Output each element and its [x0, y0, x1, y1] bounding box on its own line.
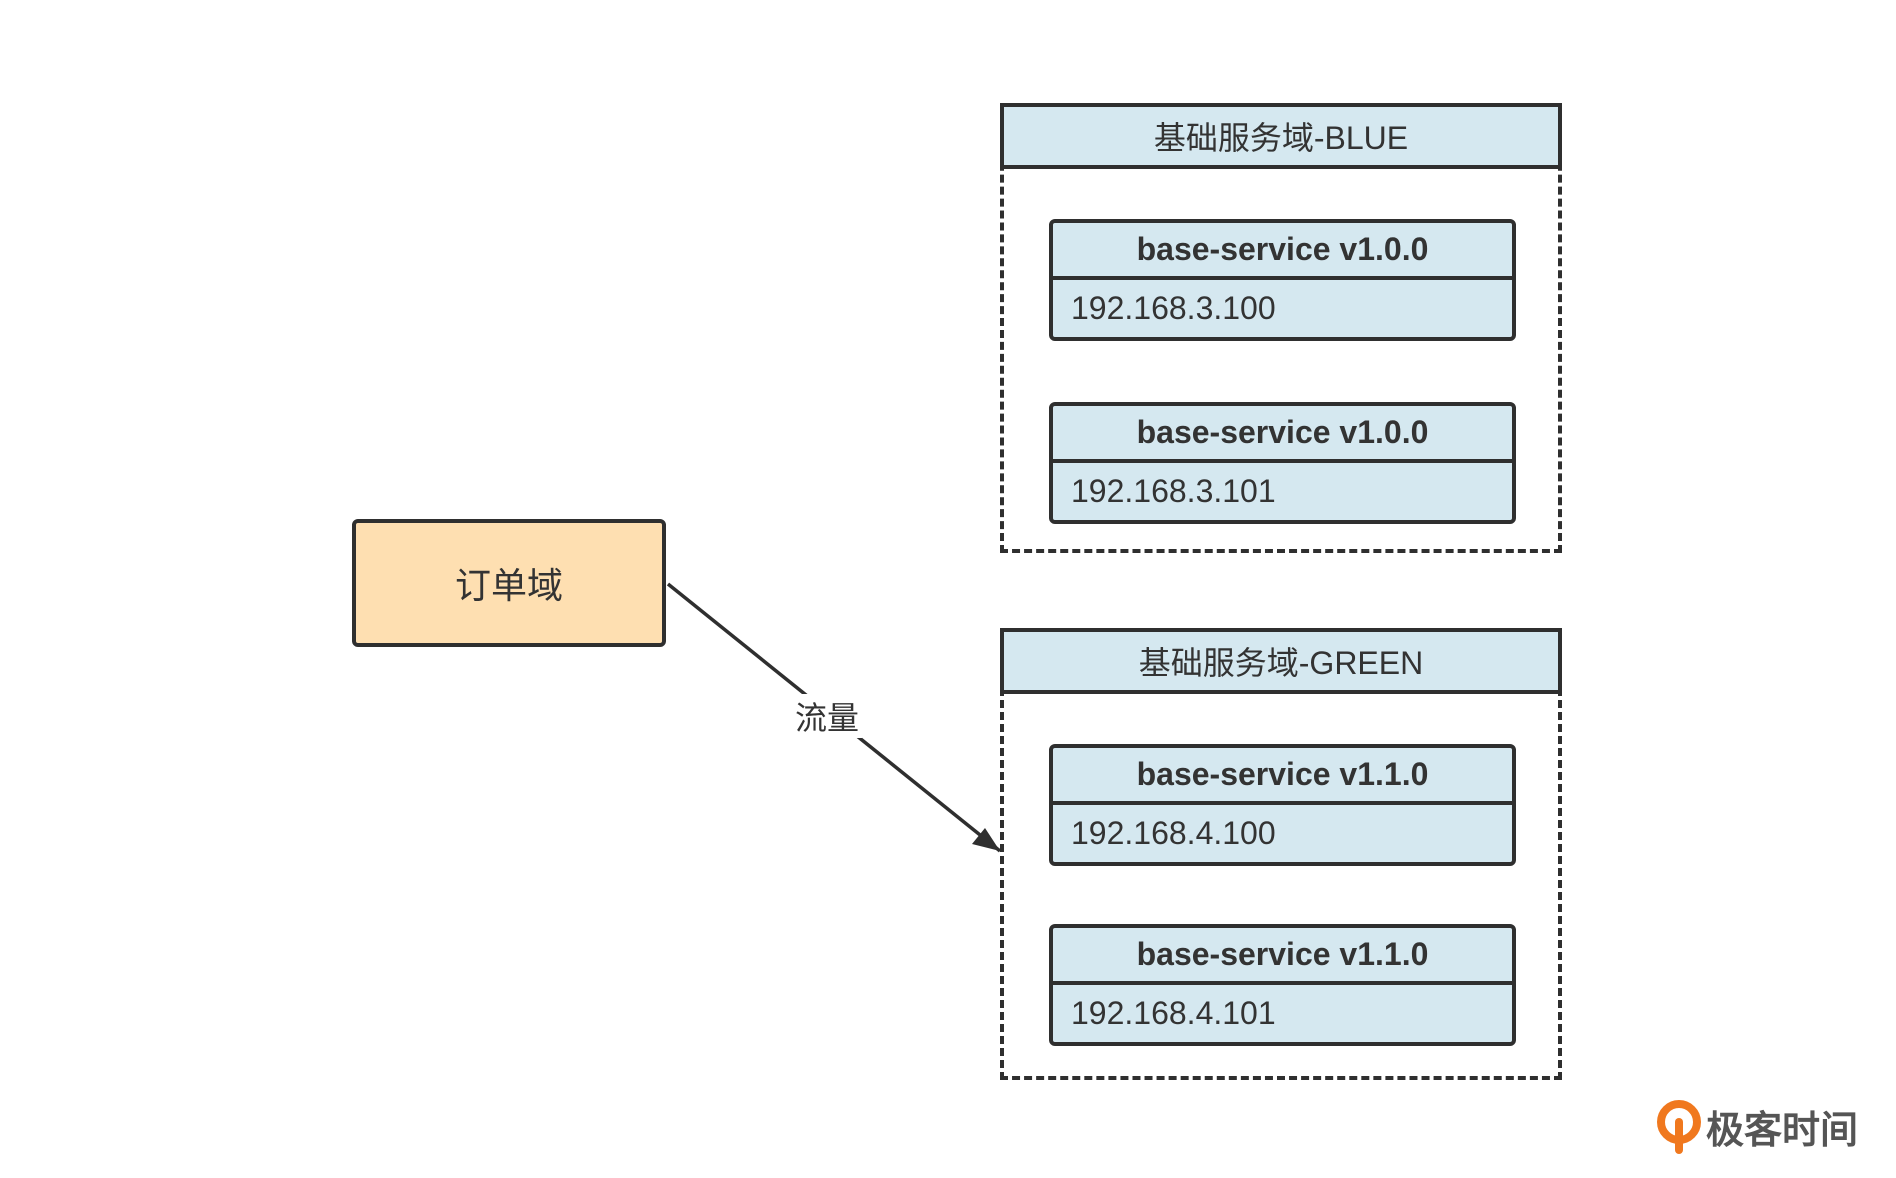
geektime-logo-icon: [1657, 1100, 1701, 1154]
service-ip: 192.168.3.100: [1071, 290, 1276, 326]
blue-service-2[interactable]: base-service v1.0.0 192.168.3.101: [1049, 402, 1516, 524]
service-name: base-service v1.0.0: [1053, 406, 1512, 463]
order-domain-node[interactable]: 订单域: [352, 519, 666, 647]
service-name: base-service v1.0.0: [1053, 223, 1512, 280]
service-ip: 192.168.4.100: [1071, 815, 1276, 851]
green-domain[interactable]: 基础服务域-GREEN base-service v1.1.0 192.168.…: [1000, 628, 1562, 1080]
green-domain-title: 基础服务域-GREEN: [1000, 628, 1562, 694]
service-name: base-service v1.1.0: [1053, 748, 1512, 805]
service-ip: 192.168.4.101: [1071, 995, 1276, 1031]
order-domain-label: 订单域: [454, 565, 563, 606]
traffic-label-text: 流量: [794, 700, 859, 736]
green-domain-title-text: 基础服务域-GREEN: [1138, 645, 1424, 681]
traffic-label: 流量: [792, 694, 862, 738]
blue-domain-title: 基础服务域-BLUE: [1000, 103, 1562, 169]
green-service-2[interactable]: base-service v1.1.0 192.168.4.101: [1049, 924, 1516, 1046]
service-ip: 192.168.3.101: [1071, 473, 1276, 509]
service-name: base-service v1.1.0: [1053, 928, 1512, 985]
blue-domain-title-text: 基础服务域-BLUE: [1153, 120, 1409, 156]
blue-service-1[interactable]: base-service v1.0.0 192.168.3.100: [1049, 219, 1516, 341]
traffic-arrow-head: [972, 828, 1000, 851]
watermark-text: 极客时间: [1706, 1109, 1859, 1152]
green-service-1[interactable]: base-service v1.1.0 192.168.4.100: [1049, 744, 1516, 866]
geektime-watermark: 极客时间: [1656, 1098, 1858, 1154]
blue-domain[interactable]: 基础服务域-BLUE base-service v1.0.0 192.168.3…: [1000, 103, 1562, 553]
